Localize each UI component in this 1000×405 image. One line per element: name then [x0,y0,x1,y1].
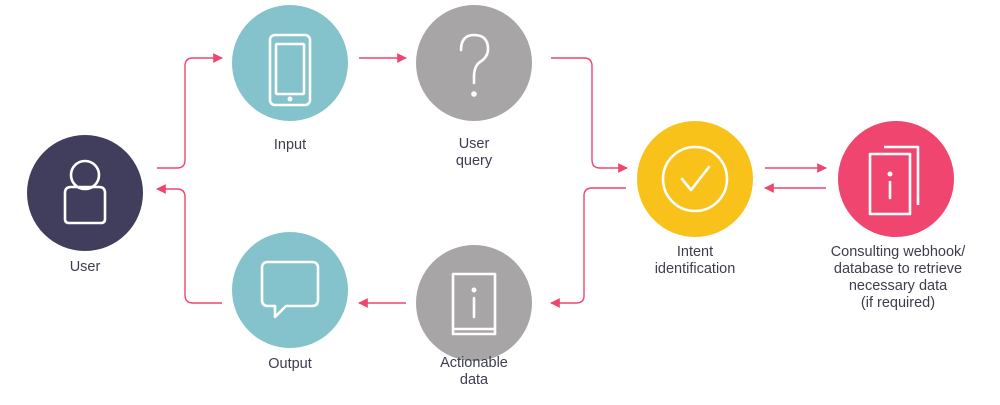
checkmark-circle-icon [661,145,729,213]
info-document-icon [451,272,497,336]
speech-bubble-icon [260,260,320,319]
input-node [232,5,348,121]
arrow-query-to-intent [551,57,628,173]
query-label: User query [455,136,493,169]
input-label: Input [273,137,307,153]
question-mark-icon [459,33,490,97]
query-node [416,5,532,121]
database-node [838,121,954,237]
arrow-output-to-user [156,184,222,304]
actionable-node [416,245,532,361]
intent-node [637,121,753,237]
user-label: User [69,259,101,275]
arrow-user-to-input [157,53,223,169]
person-icon [63,159,107,225]
user-node [27,135,143,251]
smartphone-icon [268,33,312,107]
arrow-intent-to-actionable [550,187,626,308]
output-node [232,232,348,348]
actionable-label: Actionable data [440,355,508,388]
output-label: Output [268,356,312,372]
database-label: Consulting webhook/ database to retrieve… [830,244,966,311]
info-documents-icon [868,145,920,216]
intent-label: Intent identification [654,244,736,277]
